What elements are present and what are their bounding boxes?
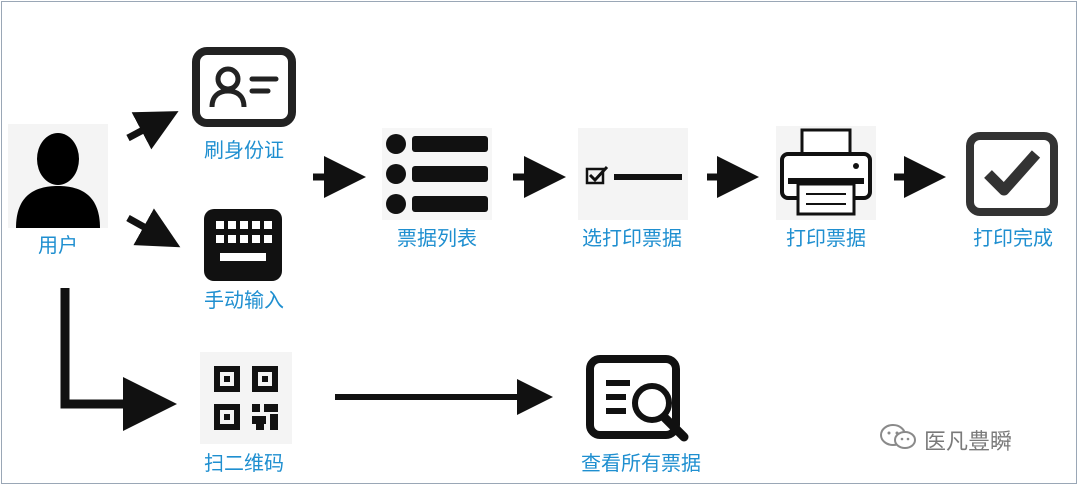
scan-qr-label: 扫二维码 [204,451,284,475]
arrow-user-to-qr [60,288,177,431]
search-document-icon [584,355,694,445]
checkmark-done-icon [964,132,1060,216]
wechat-icon [878,422,918,458]
arrow-user-to-keyboard [126,208,181,248]
user-icon [8,124,108,228]
ticket-list-label: 票据列表 [397,226,477,250]
print-done-label: 打印完成 [973,226,1053,250]
select-print-label: 选打印票据 [582,226,682,250]
qr-code-icon [200,352,292,444]
user-label: 用户 [38,233,78,257]
list-icon [382,128,492,220]
print-ticket-label: 打印票据 [786,226,866,250]
printer-icon [776,126,876,220]
watermark-text: 医凡豊瞬 [924,430,1013,455]
keyboard-icon [198,205,288,285]
id-card-icon [190,45,298,131]
watermark: 医凡豊瞬 [878,422,1012,458]
arrow-user-to-id [126,111,179,150]
checkbox-select-icon [578,128,688,220]
manual-input-label: 手动输入 [204,288,284,312]
swipe-id-label: 刷身份证 [204,138,284,162]
view-all-label: 查看所有票据 [581,451,701,475]
